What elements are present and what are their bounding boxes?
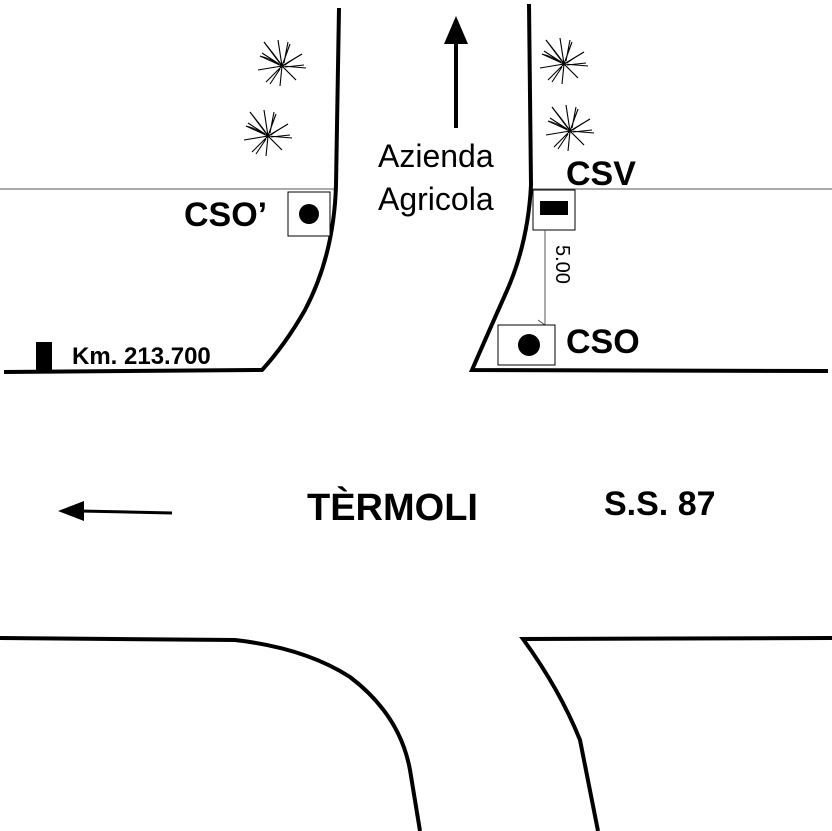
filled-rectangle-icon [540,201,568,215]
plant-icon [243,109,293,157]
filled-circle-icon [299,204,319,224]
main-road-bottom-left-edge [0,636,422,831]
plant-icon [257,39,307,87]
distance-label: 5.00 [551,245,573,284]
azienda-label: Azienda [378,138,494,174]
cso-prime-sensor [287,191,331,237]
csv-label: CSV [566,155,636,193]
ss87-label: S.S. 87 [604,485,716,523]
side-road-right-edge [468,3,829,373]
plant-icon [539,37,589,85]
arrow-up-icon [444,16,468,128]
cso-prime-label: CSO’ [184,196,267,234]
cso-label: CSO [566,323,640,361]
filled-circle-icon [518,334,540,356]
arrow-left-icon [58,501,173,521]
side-road-left-edge [3,7,341,374]
csv-sensor [532,189,576,231]
cso-sensor [497,324,556,366]
termoli-label: TÈRMOLI [307,485,478,529]
km-label: Km. 213.700 [72,343,211,370]
plant-icon [545,104,595,152]
agricola-label: Agricola [378,181,494,217]
kilometer-stone-icon [36,342,52,372]
main-road-bottom-right-edge [519,636,832,831]
